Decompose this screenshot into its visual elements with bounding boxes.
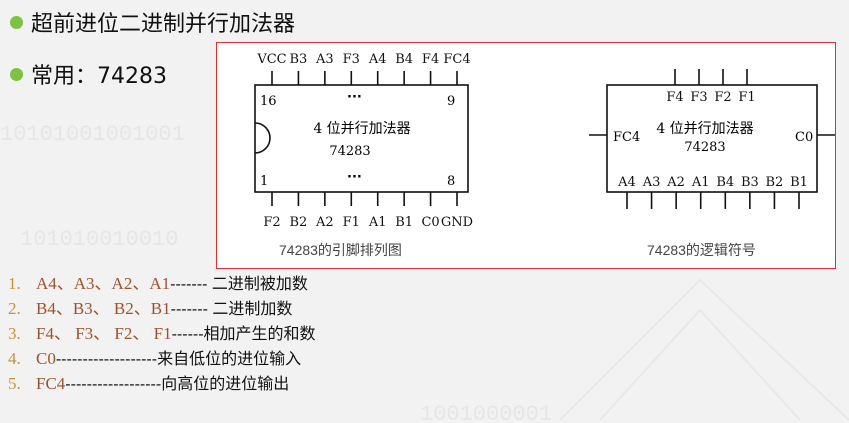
list-description: ------------------向高位的进位输出	[65, 376, 290, 393]
pin-8-label: 8	[447, 174, 455, 189]
logic-bottom-label: A4	[617, 175, 636, 190]
logic-right-pin-label: C0	[795, 130, 813, 145]
list-number: 2.	[8, 299, 21, 318]
svg-text:10101001001001: 10101001001001	[0, 122, 185, 147]
list-number: 5.	[8, 374, 21, 393]
pin-bottom-label: F1	[343, 215, 360, 230]
list-item: 3. F4、 F3、 F2、 F1 ------相加产生的和数	[8, 322, 316, 347]
list-symbols: F4、 F3、 F2、 F1	[36, 324, 172, 343]
list-item: 5. FC4 ------------------向高位的进位输出	[8, 372, 316, 397]
logic-bottom-label: A1	[691, 175, 710, 190]
logic-body	[606, 84, 818, 193]
list-symbols: FC4	[36, 374, 66, 393]
logic-bottom-label: B2	[766, 175, 784, 190]
list-number: 3.	[8, 324, 21, 343]
bullet-title: 超前进位二进制并行加法器	[10, 6, 295, 38]
chip-body	[254, 84, 469, 193]
pinout-caption: 74283的引脚排列图	[279, 242, 402, 258]
top-dots: ···	[347, 90, 362, 105]
logic-bottom-label: A3	[642, 175, 661, 190]
list-description: ------相加产生的和数	[171, 326, 316, 343]
pin-bottom-label: F2	[263, 215, 280, 230]
list-number: 1.	[8, 274, 21, 293]
pin-top-label: F4	[422, 52, 439, 67]
pin-top-label: F3	[343, 52, 360, 67]
pin-top-label: B4	[395, 52, 413, 67]
list-item: 2. B4、B3、 B2、B1 ------- 二进制加数	[8, 297, 316, 322]
definition-list: 1. A4、A3、A2、A1 ------- 二进制被加数 2. B4、B3、 …	[8, 272, 316, 397]
bullet-common: 常用：74283	[10, 58, 167, 90]
logic-caption: 74283的逻辑符号	[647, 242, 756, 258]
bullet-text: 常用：74283	[31, 64, 167, 89]
list-number: 4.	[8, 349, 21, 368]
bullet-dot-icon	[10, 67, 23, 81]
bullet-text: 超前进位二进制并行加法器	[31, 12, 296, 37]
logic-bottom-label: A2	[666, 175, 685, 190]
list-symbols: B4、B3、 B2、B1	[36, 299, 171, 318]
bottom-dots: ···	[347, 170, 362, 185]
chip-name: 4 位并行加法器	[313, 121, 410, 137]
svg-text:101010010010: 101010010010	[20, 227, 178, 252]
pin-top-label: B3	[290, 52, 308, 67]
logic-bottom-label: B1	[790, 175, 808, 190]
chip-part: 74283	[329, 144, 370, 159]
logic-name: 4 位并行加法器	[656, 121, 753, 137]
list-symbols: C0	[36, 349, 56, 368]
list-symbols: A4、A3、A2、A1	[36, 274, 171, 293]
list-description: ------- 二进制加数	[170, 301, 293, 318]
pin-bottom-label: B2	[290, 215, 308, 230]
logic-top-label: F3	[690, 90, 707, 105]
logic-left-pin-label: FC4	[613, 130, 640, 145]
pin-top-label: A3	[315, 52, 334, 67]
logic-top-label: F1	[738, 90, 755, 105]
pin-9-label: 9	[447, 94, 455, 109]
pin-1-label: 1	[260, 174, 268, 189]
pin-bottom-label: B1	[395, 215, 413, 230]
logic-top-label: F4	[666, 90, 683, 105]
pin-top-label: A4	[368, 52, 387, 67]
pin-top-label: VCC	[256, 52, 286, 67]
pin-bottom-label: A2	[315, 215, 334, 230]
pin-16-label: 16	[260, 94, 277, 109]
svg-text:1001000001: 1001000001	[420, 402, 552, 423]
pin-bottom-label: GND	[441, 215, 473, 230]
list-item: 4. C0 -------------------来自低位的进位输入	[8, 347, 316, 372]
pin-bottom-label: A1	[368, 215, 387, 230]
list-description: ------- 二进制被加数	[170, 276, 308, 293]
pin-bottom-label: C0	[421, 215, 439, 230]
pin-top-label: FC4	[443, 52, 470, 67]
bullet-dot-icon	[10, 15, 23, 29]
list-item: 1. A4、A3、A2、A1 ------- 二进制被加数	[8, 272, 316, 297]
logic-bottom-label: B3	[741, 175, 759, 190]
chip-notch	[254, 122, 271, 154]
logic-top-label: F2	[714, 90, 731, 105]
list-description: -------------------来自低位的进位输入	[55, 351, 302, 368]
logic-part: 74283	[684, 140, 725, 155]
logic-bottom-label: B4	[716, 175, 734, 190]
